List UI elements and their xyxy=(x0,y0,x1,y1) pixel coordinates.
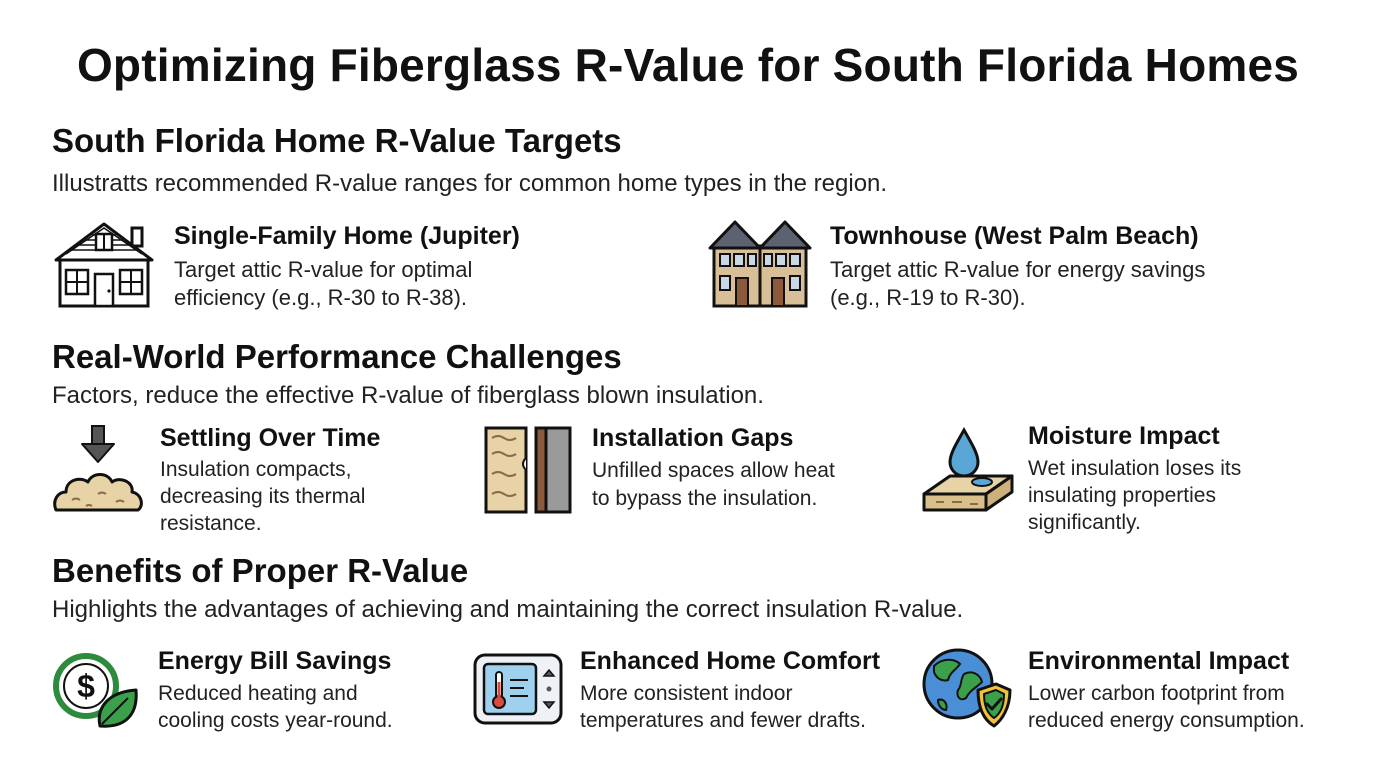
settling-title: Settling Over Time xyxy=(160,424,381,452)
moisture-desc-line-3: significantly. xyxy=(1028,511,1141,534)
settling-desc-line-1: Insulation compacts, xyxy=(160,458,352,481)
environmental-desc-line-1: Lower carbon footprint from xyxy=(1028,682,1285,705)
energy-savings-title: Energy Bill Savings xyxy=(158,647,392,675)
environmental-title: Environmental Impact xyxy=(1028,647,1290,675)
energy-savings-desc-line-1: Reduced heating and xyxy=(158,682,358,705)
targets-subtitle: Illustratts recommended R-value ranges f… xyxy=(52,170,888,197)
single-family-desc-line-1: Target attic R-value for optimal xyxy=(174,257,473,282)
moisture-drop-icon xyxy=(920,424,1016,516)
challenges-heading: Real-World Performance Challenges xyxy=(52,338,622,375)
moisture-desc-line-1: Wet insulation loses its xyxy=(1028,457,1242,480)
benefits-subtitle: Highlights the advantages of achieving a… xyxy=(52,596,964,623)
thermostat-icon xyxy=(472,652,564,726)
globe-shield-icon xyxy=(920,644,1012,730)
townhouse-title: Townhouse (West Palm Beach) xyxy=(830,222,1199,250)
installation-gaps-desc-line-2: to bypass the insulation. xyxy=(592,487,818,510)
dollar-leaf-icon: $ xyxy=(50,650,142,730)
house-icon xyxy=(52,218,156,310)
settling-desc-line-3: resistance. xyxy=(160,512,262,535)
moisture-title: Moisture Impact xyxy=(1028,422,1220,450)
svg-text:$: $ xyxy=(77,668,95,704)
page-title: Optimizing Fiberglass R-Value for South … xyxy=(76,39,1300,91)
environmental-desc-line-2: reduced energy consumption. xyxy=(1028,709,1305,732)
benefits-heading: Benefits of Proper R-Value xyxy=(52,552,469,589)
settling-insulation-icon xyxy=(50,424,146,516)
settling-desc-line-2: decreasing its thermal xyxy=(160,485,366,508)
single-family-desc-line-2: efficiency (e.g., R-30 to R-38). xyxy=(174,285,468,310)
townhouse-desc-line-1: Target attic R-value for energy savings xyxy=(830,257,1206,282)
single-family-title: Single-Family Home (Jupiter) xyxy=(174,222,520,250)
comfort-title: Enhanced Home Comfort xyxy=(580,647,881,675)
challenges-subtitle: Factors, reduce the effective R-value of… xyxy=(52,382,764,409)
installation-gaps-desc-line-1: Unfilled spaces allow heat xyxy=(592,459,835,482)
targets-heading: South Florida Home R-Value Targets xyxy=(52,122,622,159)
energy-savings-desc-line-2: cooling costs year-round. xyxy=(158,709,393,732)
moisture-desc-line-2: insulating properties xyxy=(1028,484,1216,507)
installation-gaps-title: Installation Gaps xyxy=(592,424,794,452)
townhouse-icon xyxy=(708,216,812,310)
comfort-desc-line-1: More consistent indoor xyxy=(580,682,793,705)
townhouse-desc-line-2: (e.g., R-19 to R-30). xyxy=(830,285,1026,310)
comfort-desc-line-2: temperatures and fewer drafts. xyxy=(580,709,866,732)
installation-gap-icon xyxy=(482,424,576,516)
